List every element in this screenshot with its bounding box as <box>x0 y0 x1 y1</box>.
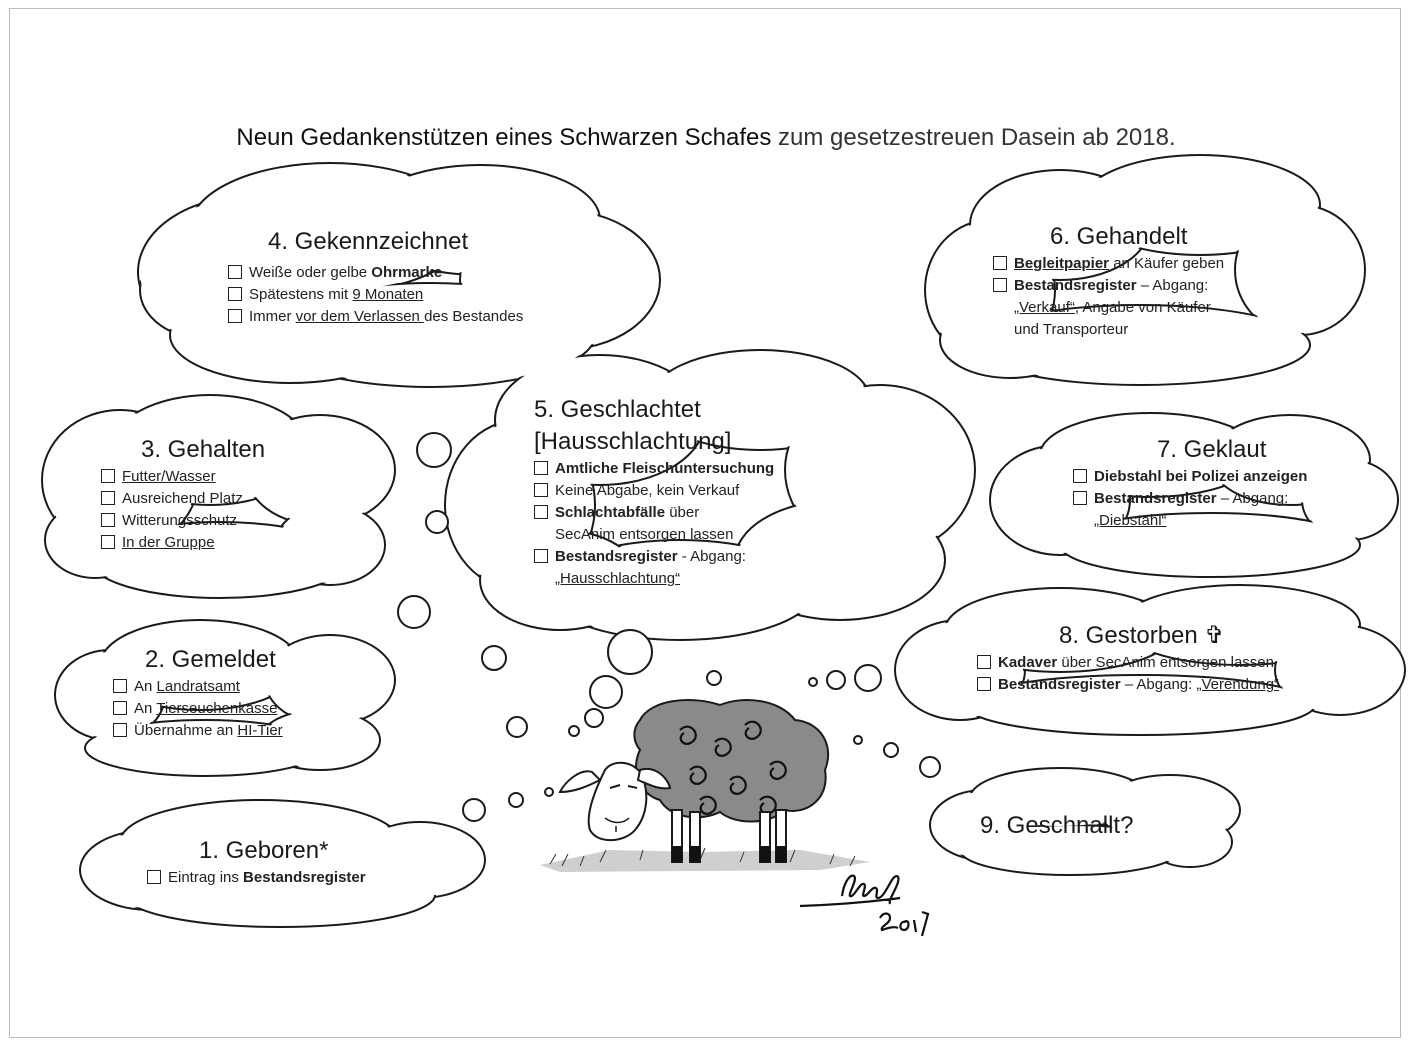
cloud-6: 6. Gehandelt Begleitpapier an Käufer geb… <box>993 223 1224 341</box>
cloud-3-item-2[interactable]: Ausreichend Platz <box>101 488 265 510</box>
checkbox[interactable] <box>993 256 1007 270</box>
cloud-6-item-2-cont: „Verkauf“, Angabe von Käufer <box>1014 299 1211 316</box>
cloud-5: 5. Geschlachtet [Hausschlachtung] Amtlic… <box>534 396 774 590</box>
checkbox[interactable] <box>113 723 127 737</box>
cloud-6-item-2-cont2: und Transporteur <box>1014 321 1129 338</box>
checkbox[interactable] <box>101 513 115 527</box>
cloud-7-title: 7. Geklaut <box>1157 436 1267 463</box>
title-rest: zum gesetzestreuen Dasein ab 2018. <box>771 124 1176 151</box>
thought-bubbles <box>397 432 941 822</box>
cloud-4-item-3[interactable]: Immer vor dem Verlassen des Bestandes <box>228 306 523 328</box>
cloud-8-item-2[interactable]: Bestandsregister – Abgang: „Verendung“ <box>977 674 1279 696</box>
cloud-8: 8. Gestorben ✞ Kadaver über SecAnim ents… <box>977 621 1279 696</box>
cloud-6-item-1[interactable]: Begleitpapier an Käufer geben <box>993 253 1224 275</box>
cloud-2-item-3[interactable]: Übernahme an HI-Tier <box>113 720 283 742</box>
cloud-4-item-1[interactable]: Weiße oder gelbe Ohrmarke <box>228 262 523 284</box>
cloud-5-title-2: [Hausschlachtung] <box>534 428 732 455</box>
cloud-7-item-2[interactable]: Bestandsregister – Abgang: <box>1073 488 1307 510</box>
cloud-3-item-3[interactable]: Witterungsschutz <box>101 510 265 532</box>
checkbox[interactable] <box>977 677 991 691</box>
cloud-5-item-4-cont: „Hausschlachtung“ <box>555 570 681 587</box>
cloud-5-item-3-cont: SecAnim entsorgen lassen <box>555 526 734 543</box>
sheep-illustration <box>540 699 870 872</box>
cloud-4-title: 4. Gekennzeichnet <box>268 228 469 255</box>
cloud-5-item-4[interactable]: Bestandsregister - Abgang: <box>534 546 774 568</box>
cloud-2: 2. Gemeldet An Landratsamt An Tierseuche… <box>113 646 283 742</box>
cloud-5-item-1[interactable]: Amtliche Fleischuntersuchung <box>534 458 774 480</box>
checkbox[interactable] <box>101 469 115 483</box>
cloud-1: 1. Geboren* Eintrag ins Bestandsregister <box>147 837 366 889</box>
cloud-9-title: 9. Geschnallt? <box>980 812 1134 839</box>
checkbox[interactable] <box>101 535 115 549</box>
page-title: Neun Gedankenstützen eines Schwarzen Sch… <box>0 124 1412 152</box>
checkbox[interactable] <box>993 278 1007 292</box>
cloud-7: 7. Geklaut Diebstahl bei Polizei anzeige… <box>1073 436 1307 532</box>
title-main: Neun Gedankenstützen eines Schwarzen Sch… <box>236 124 772 151</box>
cloud-1-title: 1. Geboren* <box>199 837 329 864</box>
checkbox[interactable] <box>228 287 242 301</box>
cloud-7-item-2-cont: „Diebstahl“ <box>1094 512 1167 529</box>
cloud-8-title: 8. Gestorben ✞ <box>1059 622 1225 649</box>
checkbox[interactable] <box>228 265 242 279</box>
cloud-7-item-1[interactable]: Diebstahl bei Polizei anzeigen <box>1073 466 1307 488</box>
cloud-2-item-1[interactable]: An Landratsamt <box>113 676 283 698</box>
checkbox[interactable] <box>101 491 115 505</box>
cloud-1-item-1[interactable]: Eintrag ins Bestandsregister <box>147 867 366 889</box>
checkbox[interactable] <box>113 679 127 693</box>
signature-mark <box>799 874 930 937</box>
checkbox[interactable] <box>977 655 991 669</box>
cloud-3-title: 3. Gehalten <box>141 436 266 463</box>
cloud-3: 3. Gehalten Futter/Wasser Ausreichend Pl… <box>101 436 265 554</box>
cloud-2-title: 2. Gemeldet <box>145 646 276 673</box>
checkbox[interactable] <box>1073 491 1087 505</box>
checkbox[interactable] <box>534 505 548 519</box>
cloud-5-item-3[interactable]: Schlachtabfälle über <box>534 502 774 524</box>
checkbox[interactable] <box>534 483 548 497</box>
cloud-9: 9. Geschnallt? <box>980 812 1133 840</box>
cloud-3-item-4[interactable]: In der Gruppe <box>101 532 265 554</box>
cloud-3-item-1[interactable]: Futter/Wasser <box>101 466 265 488</box>
cloud-6-title: 6. Gehandelt <box>1050 223 1188 250</box>
checkbox[interactable] <box>113 701 127 715</box>
cloud-4: 4. Gekennzeichnet Weiße oder gelbe Ohrma… <box>228 228 523 328</box>
checkbox[interactable] <box>228 309 242 323</box>
checkbox[interactable] <box>1073 469 1087 483</box>
cloud-2-item-2[interactable]: An Tierseuchenkasse <box>113 698 283 720</box>
cloud-4-item-2[interactable]: Spätestens mit 9 Monaten <box>228 284 523 306</box>
checkbox[interactable] <box>534 461 548 475</box>
checkbox[interactable] <box>147 870 161 884</box>
cloud-5-title-1: 5. Geschlachtet <box>534 396 701 423</box>
checkbox[interactable] <box>534 549 548 563</box>
cloud-6-item-2[interactable]: Bestandsregister – Abgang: <box>993 275 1224 297</box>
page-frame <box>9 8 1401 1038</box>
cloud-5-item-2[interactable]: Keine Abgabe, kein Verkauf <box>534 480 774 502</box>
cloud-8-item-1[interactable]: Kadaver über SecAnim entsorgen lassen <box>977 652 1279 674</box>
